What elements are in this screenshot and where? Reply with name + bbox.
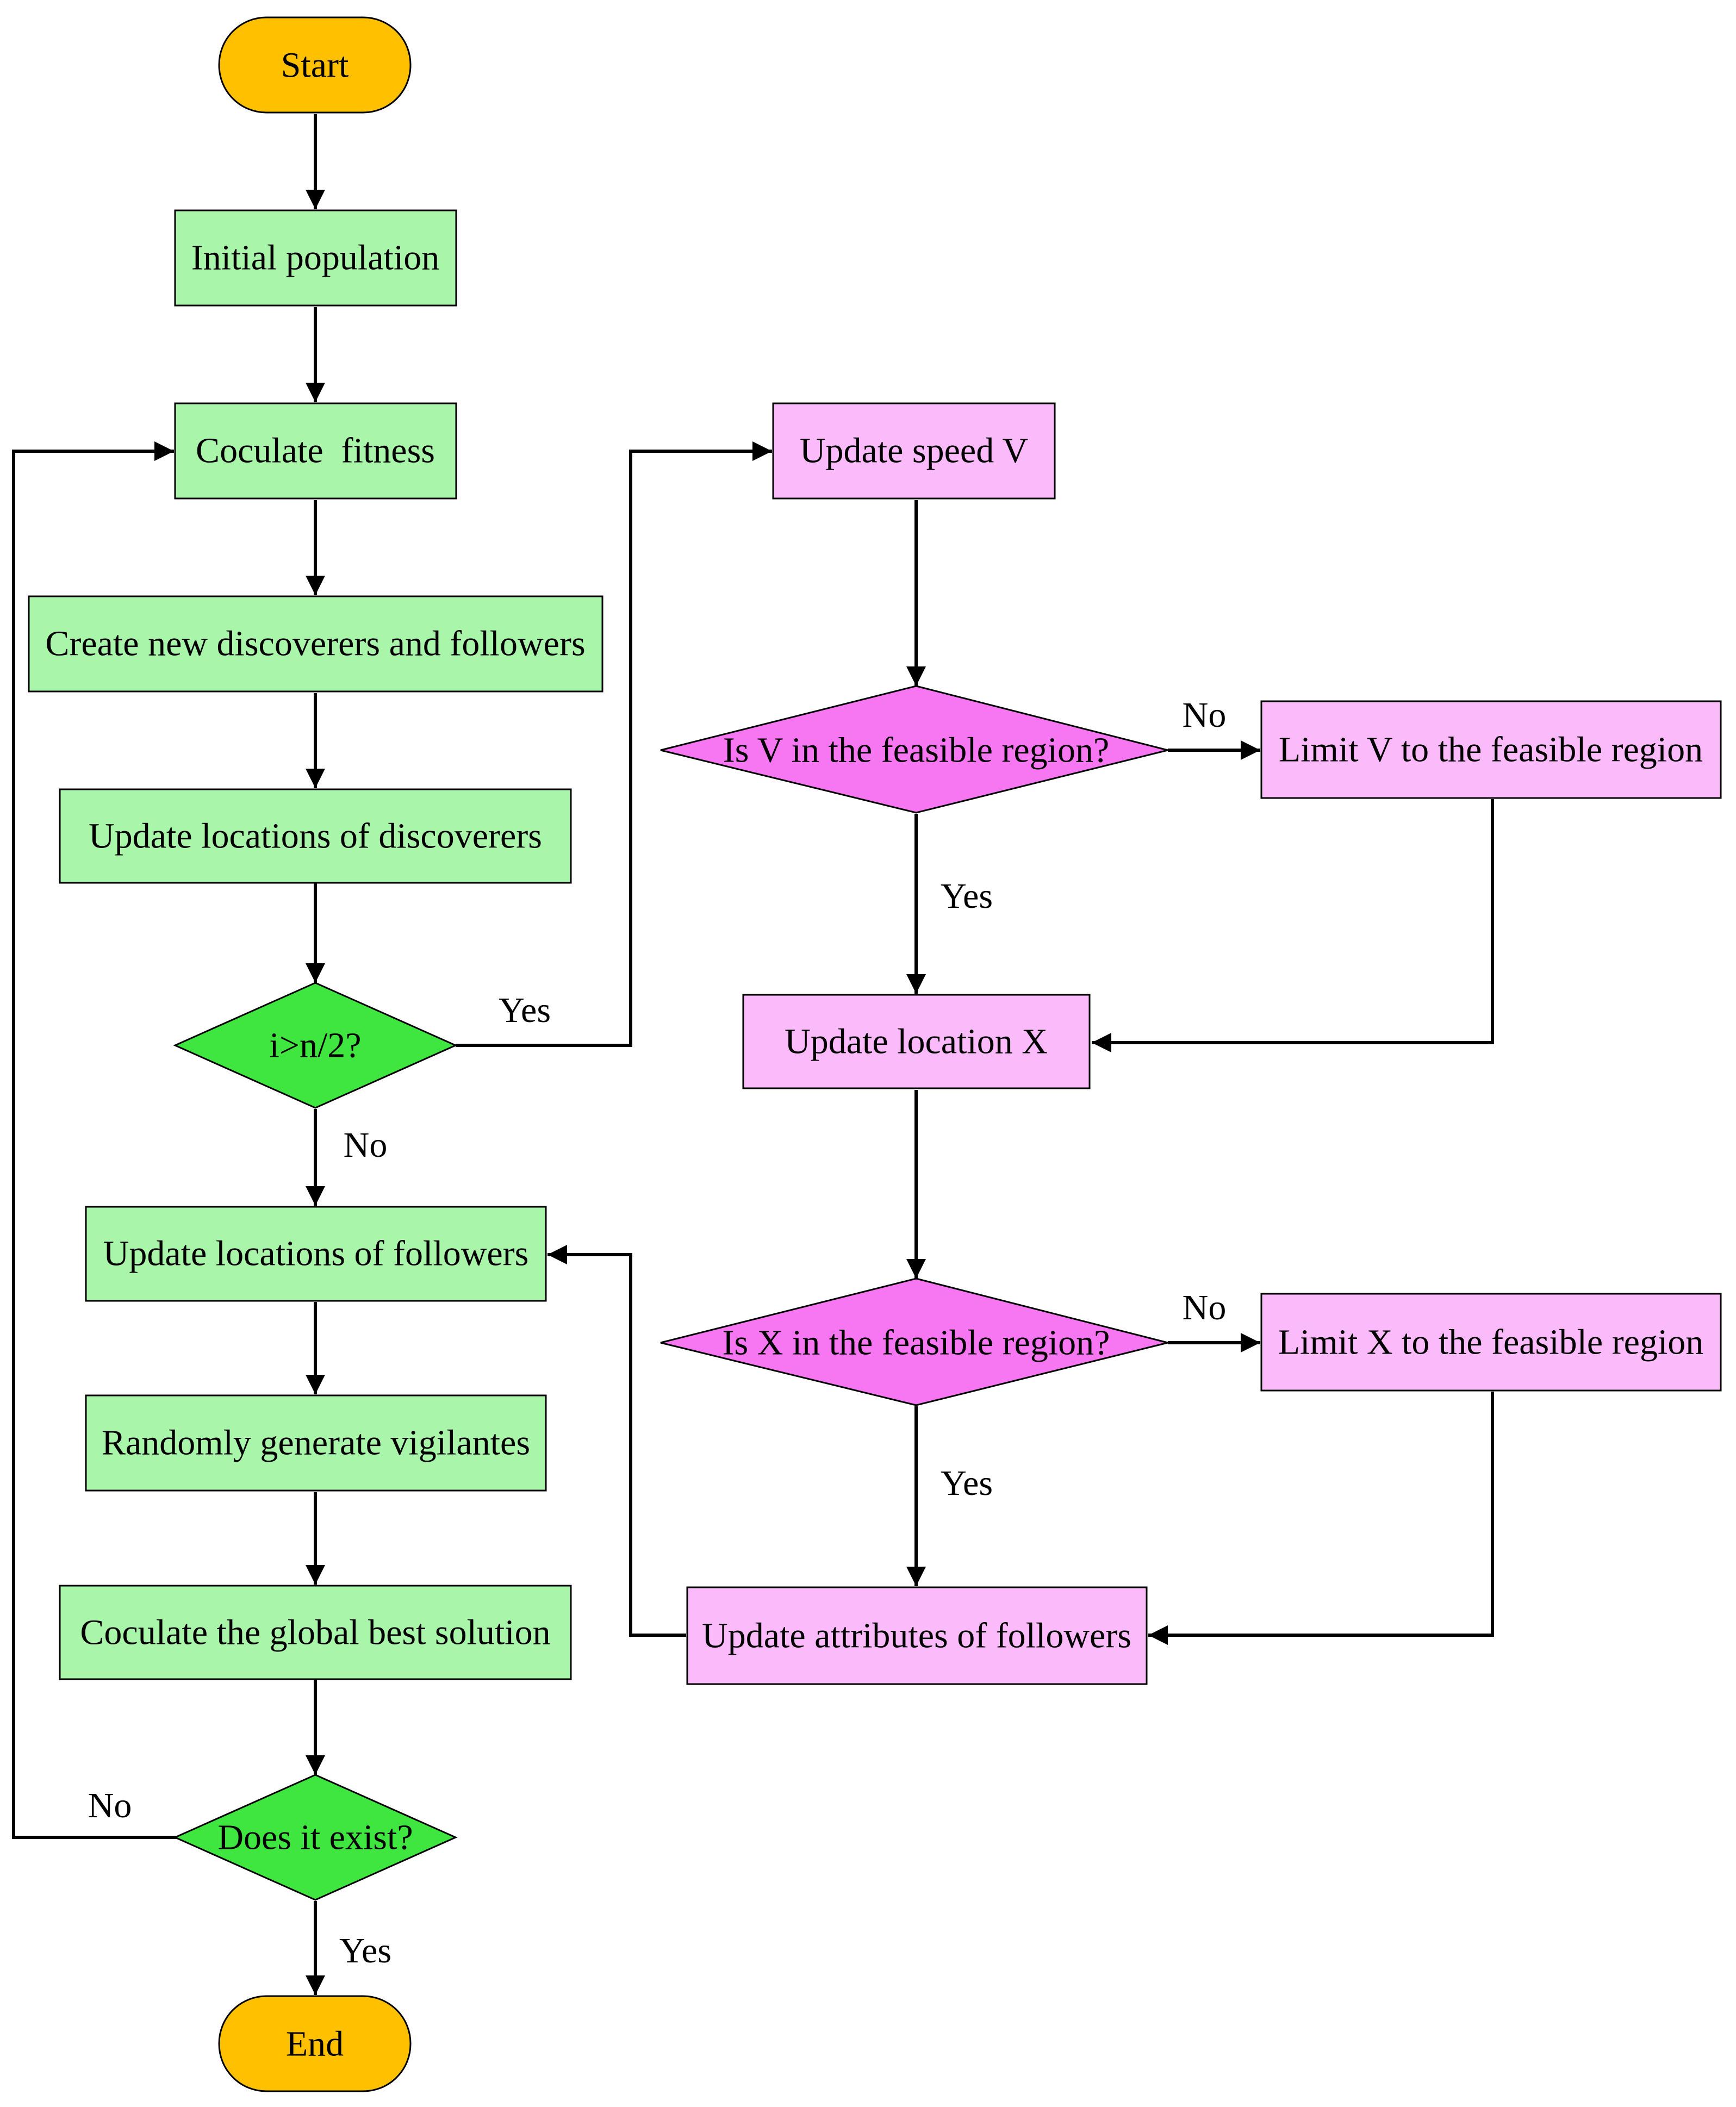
initial-population-box bbox=[174, 209, 457, 307]
label-i-yes: Yes bbox=[499, 990, 551, 1030]
decision-x-diamond bbox=[660, 1277, 1168, 1406]
label-exist-no: No bbox=[88, 1786, 132, 1825]
decision-exist-diamond bbox=[173, 1774, 458, 1901]
label-v-no: No bbox=[1183, 695, 1227, 735]
node-decision-i: i>n/2? bbox=[173, 982, 458, 1109]
node-global-best: Coculate the global best solution bbox=[59, 1585, 572, 1680]
node-decision-v: Is V in the feasible region? bbox=[660, 685, 1168, 814]
edge-exist-no-loop bbox=[12, 441, 177, 1839]
update-followers-label: Update locations of followers bbox=[103, 1234, 529, 1274]
update-followers-box bbox=[85, 1206, 547, 1302]
node-decision-x: Is X in the feasible region? bbox=[660, 1277, 1168, 1406]
end-terminal bbox=[218, 1995, 412, 2092]
edges bbox=[12, 114, 1494, 1995]
update-discoverers-box bbox=[59, 788, 572, 884]
update-discoverers-label: Update locations of discoverers bbox=[89, 816, 542, 856]
edge-limit-x-to-attributes bbox=[1148, 1392, 1494, 1645]
decision-x-label: Is X in the feasible region? bbox=[723, 1323, 1110, 1363]
update-speed-label: Update speed V bbox=[800, 431, 1028, 471]
edge-limit-v-to-location bbox=[1092, 799, 1494, 1052]
label-x-no: No bbox=[1183, 1288, 1227, 1327]
update-location-x-box bbox=[742, 994, 1091, 1089]
label-i-no: No bbox=[344, 1125, 388, 1165]
node-update-followers: Update locations of followers bbox=[85, 1206, 547, 1302]
node-coculate-fitness: Coculate fitness bbox=[174, 402, 457, 500]
label-exist-yes: Yes bbox=[339, 1931, 391, 1971]
node-end: End bbox=[218, 1995, 412, 2092]
decision-i-diamond bbox=[173, 982, 458, 1109]
start-label: Start bbox=[281, 46, 349, 85]
edge-attributes-to-followers bbox=[547, 1245, 686, 1637]
limit-v-label: Limit V to the feasible region bbox=[1279, 730, 1703, 770]
node-initial-population: Initial population bbox=[174, 209, 457, 307]
node-create-new: Create new discoverers and followers bbox=[28, 595, 603, 693]
limit-v-box bbox=[1260, 700, 1722, 799]
node-update-location-x: Update location X bbox=[742, 994, 1091, 1089]
create-new-box bbox=[28, 595, 603, 693]
limit-x-box bbox=[1260, 1293, 1722, 1392]
decision-exist-label: Does it exist? bbox=[217, 1818, 413, 1857]
limit-x-label: Limit X to the feasible region bbox=[1278, 1323, 1704, 1362]
node-update-speed: Update speed V bbox=[772, 402, 1056, 500]
node-decision-exist: Does it exist? bbox=[173, 1774, 458, 1901]
random-vigilantes-box bbox=[85, 1394, 547, 1492]
initial-population-label: Initial population bbox=[191, 238, 439, 278]
create-new-label: Create new discoverers and followers bbox=[45, 624, 585, 664]
node-update-attributes: Update attributes of followers bbox=[686, 1586, 1148, 1685]
decision-v-diamond bbox=[660, 685, 1168, 814]
update-speed-box bbox=[772, 402, 1056, 500]
coculate-fitness-label: Coculate fitness bbox=[196, 431, 435, 471]
node-start: Start bbox=[218, 16, 412, 114]
start-terminal bbox=[218, 16, 412, 114]
decision-i-label: i>n/2? bbox=[269, 1026, 361, 1065]
node-limit-x: Limit X to the feasible region bbox=[1260, 1293, 1722, 1392]
update-attributes-label: Update attributes of followers bbox=[702, 1616, 1131, 1656]
coculate-fitness-box bbox=[174, 402, 457, 500]
update-location-x-label: Update location X bbox=[785, 1022, 1048, 1062]
random-vigilantes-label: Randomly generate vigilantes bbox=[102, 1423, 530, 1463]
global-best-box bbox=[59, 1585, 572, 1680]
node-random-vigilantes: Randomly generate vigilantes bbox=[85, 1394, 547, 1492]
end-label: End bbox=[286, 2024, 344, 2064]
node-update-discoverers: Update locations of discoverers bbox=[59, 788, 572, 884]
update-attributes-box bbox=[686, 1586, 1148, 1685]
label-v-yes: Yes bbox=[941, 876, 993, 916]
label-x-yes: Yes bbox=[941, 1463, 993, 1503]
node-limit-v: Limit V to the feasible region bbox=[1260, 700, 1722, 799]
decision-v-label: Is V in the feasible region? bbox=[723, 731, 1110, 770]
edge-labels: Yes No No Yes No Yes No Yes bbox=[88, 695, 1227, 1971]
global-best-label: Coculate the global best solution bbox=[80, 1613, 550, 1653]
edge-i-yes-to-speed bbox=[456, 441, 772, 1047]
